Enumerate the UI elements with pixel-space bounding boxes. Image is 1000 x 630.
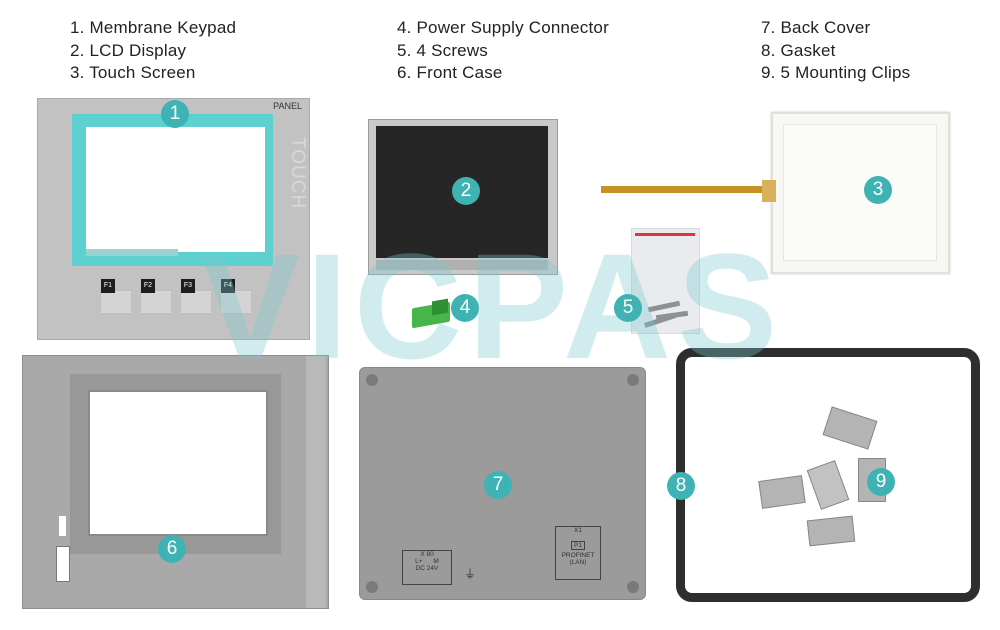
function-key-f3: F3 — [181, 279, 195, 293]
front-case-slot — [59, 516, 66, 536]
bag-seal — [635, 233, 695, 236]
legend-item: 5. 4 Screws — [397, 40, 489, 60]
badge-9: 9 — [867, 468, 895, 496]
function-key-pad — [140, 290, 172, 314]
badge-3: 3 — [864, 176, 892, 204]
ground-icon: ⏚ — [464, 567, 477, 581]
touch-flex-connector — [762, 180, 776, 202]
watermark-text: VICPAS — [200, 222, 784, 390]
function-key-pad — [220, 290, 252, 314]
function-key-f4: F4 — [221, 279, 235, 293]
panel-label: PANEL — [273, 101, 302, 111]
lcd-bottom-bezel — [376, 260, 548, 270]
badge-7: 7 — [484, 471, 512, 499]
screw-hole — [627, 581, 639, 593]
profinet-label-line: P1 — [571, 541, 585, 550]
badge-5: 5 — [614, 294, 642, 322]
screw-hole — [366, 581, 378, 593]
badge-8: 8 — [667, 472, 695, 500]
power-label-line: L+ M — [415, 558, 439, 565]
screw-hole — [366, 374, 378, 386]
front-case-window — [88, 390, 268, 536]
screw-hole — [627, 374, 639, 386]
touch-screen-inner — [783, 124, 937, 261]
legend-item: 4. Power Supply Connector — [397, 18, 609, 37]
touch-label: TOUCH — [287, 137, 308, 210]
keypad-display-area — [86, 127, 265, 252]
legend-column-2: 4. Power Supply Connector 5. 4 Screws 6.… — [397, 17, 609, 85]
function-key-pad — [100, 290, 132, 314]
front-case-right-rail — [306, 356, 326, 608]
touch-flex-cable — [601, 186, 769, 193]
legend-item: 3. Touch Screen — [70, 63, 196, 82]
screws-bag-image — [631, 228, 700, 334]
front-case-port — [56, 546, 70, 582]
function-key-f2: F2 — [141, 279, 155, 293]
legend-item: 8. Gasket — [761, 40, 836, 60]
front-case-image — [22, 355, 329, 609]
power-terminal-label-box: X 80 L+ M DC 24V — [402, 550, 452, 585]
profinet-label-box: X1 P1 PROFINET (LAN) — [555, 526, 601, 580]
keypad-flex-strip — [86, 249, 178, 256]
legend-item: 1. Membrane Keypad — [70, 18, 237, 37]
profinet-label-line: X1 — [574, 527, 582, 534]
function-key-f1: F1 — [101, 279, 115, 293]
function-key-pad — [180, 290, 212, 314]
mounting-clip — [806, 515, 856, 547]
legend-item: 9. 5 Mounting Clips — [761, 63, 911, 82]
badge-2: 2 — [452, 177, 480, 205]
badge-6: 6 — [158, 535, 186, 563]
legend-column-1: 1. Membrane Keypad 2. LCD Display 3. Tou… — [70, 17, 236, 85]
legend-item: 6. Front Case — [397, 63, 503, 82]
membrane-keypad-image: PANEL TOUCH F1 F2 F3 F4 — [37, 98, 310, 340]
badge-4: 4 — [451, 294, 479, 322]
profinet-label-line: (LAN) — [569, 559, 587, 566]
touch-screen-image — [771, 112, 950, 274]
power-label-line: DC 24V — [415, 565, 439, 572]
profinet-label-line: PROFINET — [561, 552, 595, 559]
badge-1: 1 — [161, 100, 189, 128]
legend-item: 2. LCD Display — [70, 40, 187, 60]
power-label-line: X 80 — [420, 551, 434, 558]
legend-item: 7. Back Cover — [761, 18, 871, 37]
legend-column-3: 7. Back Cover 8. Gasket 9. 5 Mounting Cl… — [761, 17, 910, 85]
